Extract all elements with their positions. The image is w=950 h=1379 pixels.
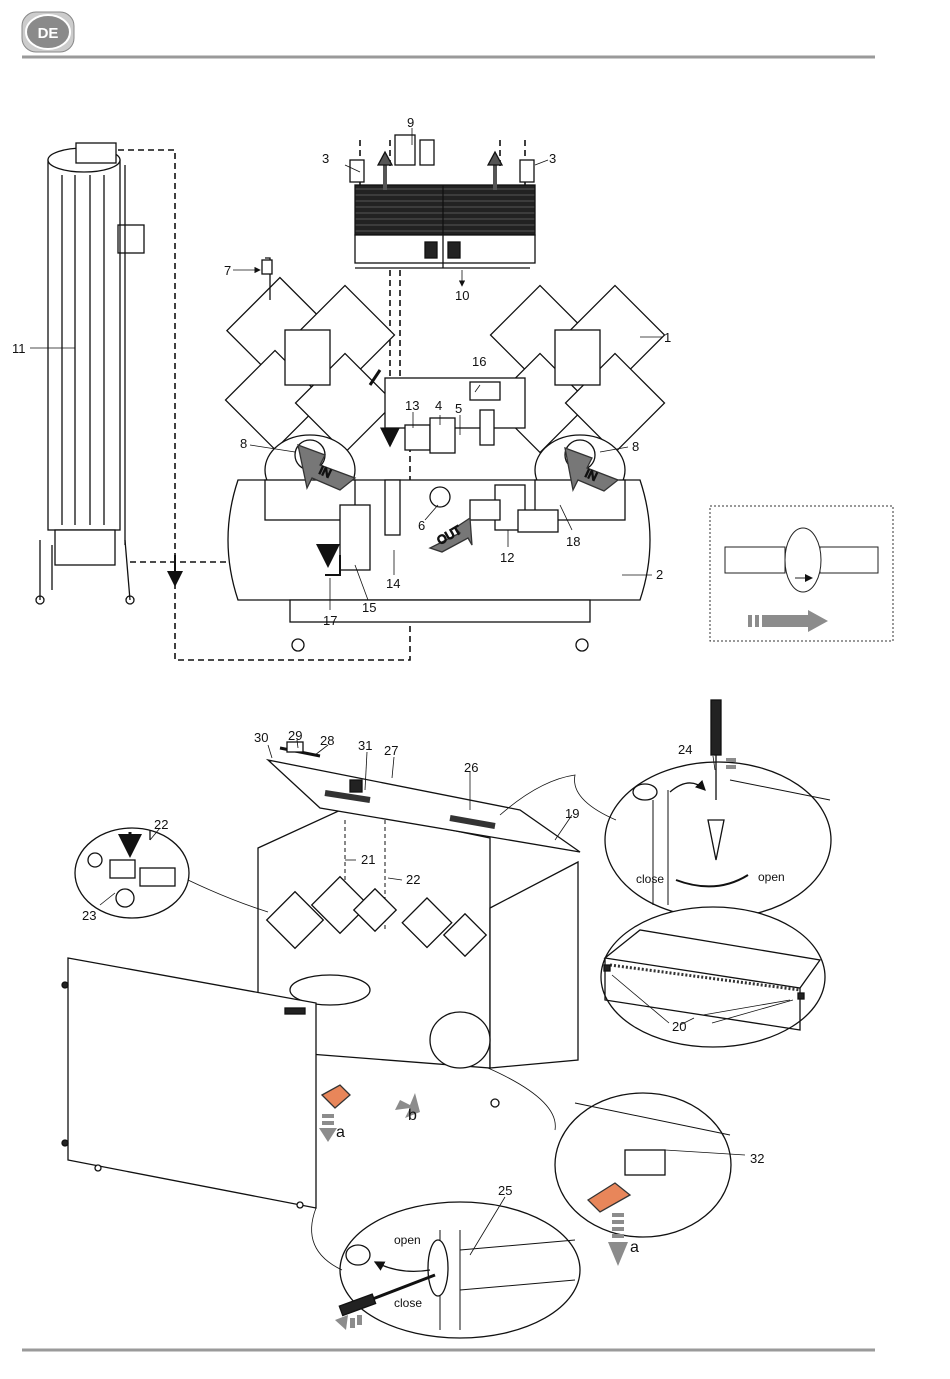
svg-text:DE: DE — [38, 25, 59, 42]
callout-16: 16 — [472, 354, 486, 369]
callout-3-left: 3 — [322, 151, 329, 166]
callout-3-right: 3 — [549, 151, 556, 166]
top-diagram: IN IN OUT — [30, 128, 664, 660]
callout-32: 32 — [750, 1151, 764, 1166]
callout-8-right: 8 — [632, 439, 639, 454]
letter-a-left: a — [336, 1124, 345, 1141]
callout-4: 4 — [435, 398, 442, 413]
letter-b: b — [408, 1107, 417, 1124]
membrane-dryer-column — [36, 143, 144, 604]
after-cooler — [350, 135, 535, 268]
callout-5: 5 — [455, 401, 462, 416]
callout-1: 1 — [664, 330, 671, 345]
bottom-diagram — [62, 700, 831, 1338]
callout-28: 28 — [320, 733, 334, 748]
check-valve-inset — [710, 506, 893, 641]
callout-26: 26 — [464, 760, 478, 775]
callout-15: 15 — [362, 600, 376, 615]
callout-27: 27 — [384, 743, 398, 758]
callout-30: 30 — [254, 730, 268, 745]
label-close-bottom: close — [394, 1296, 422, 1310]
callout-25: 25 — [498, 1183, 512, 1198]
callout-20: 20 — [672, 1019, 686, 1034]
callout-22-detail: 22 — [154, 817, 168, 832]
callout-6: 6 — [418, 518, 425, 533]
callout-7: 7 — [224, 263, 231, 278]
detail-circle-valve-bottom — [312, 1202, 580, 1338]
callout-31: 31 — [358, 738, 372, 753]
callout-29: 29 — [288, 728, 302, 743]
callout-14: 14 — [386, 576, 400, 591]
callout-19: 19 — [565, 806, 579, 821]
callout-8-left: 8 — [240, 436, 247, 451]
callout-18: 18 — [566, 534, 580, 549]
callout-10: 10 — [455, 288, 469, 303]
label-open-bottom: open — [394, 1233, 421, 1247]
callout-13: 13 — [405, 398, 419, 413]
callout-23: 23 — [82, 908, 96, 923]
callout-11: 11 — [12, 341, 26, 356]
detail-circle-filter-mat — [601, 907, 825, 1047]
callout-17: 17 — [323, 613, 337, 628]
callout-12: 12 — [500, 550, 514, 565]
arrow-a-left — [319, 1114, 337, 1142]
callout-22-cabinet: 22 — [406, 872, 420, 887]
callout-21: 21 — [361, 852, 375, 867]
callout-9: 9 — [407, 115, 414, 130]
label-close-top: close — [636, 872, 664, 886]
language-badge: DE — [22, 12, 74, 52]
letter-a-right: a — [630, 1239, 639, 1256]
callout-2: 2 — [656, 567, 663, 582]
label-open-top: open — [758, 870, 785, 884]
front-panel — [62, 958, 316, 1208]
callout-24: 24 — [678, 742, 692, 757]
detail-circle-condensate — [75, 828, 268, 918]
